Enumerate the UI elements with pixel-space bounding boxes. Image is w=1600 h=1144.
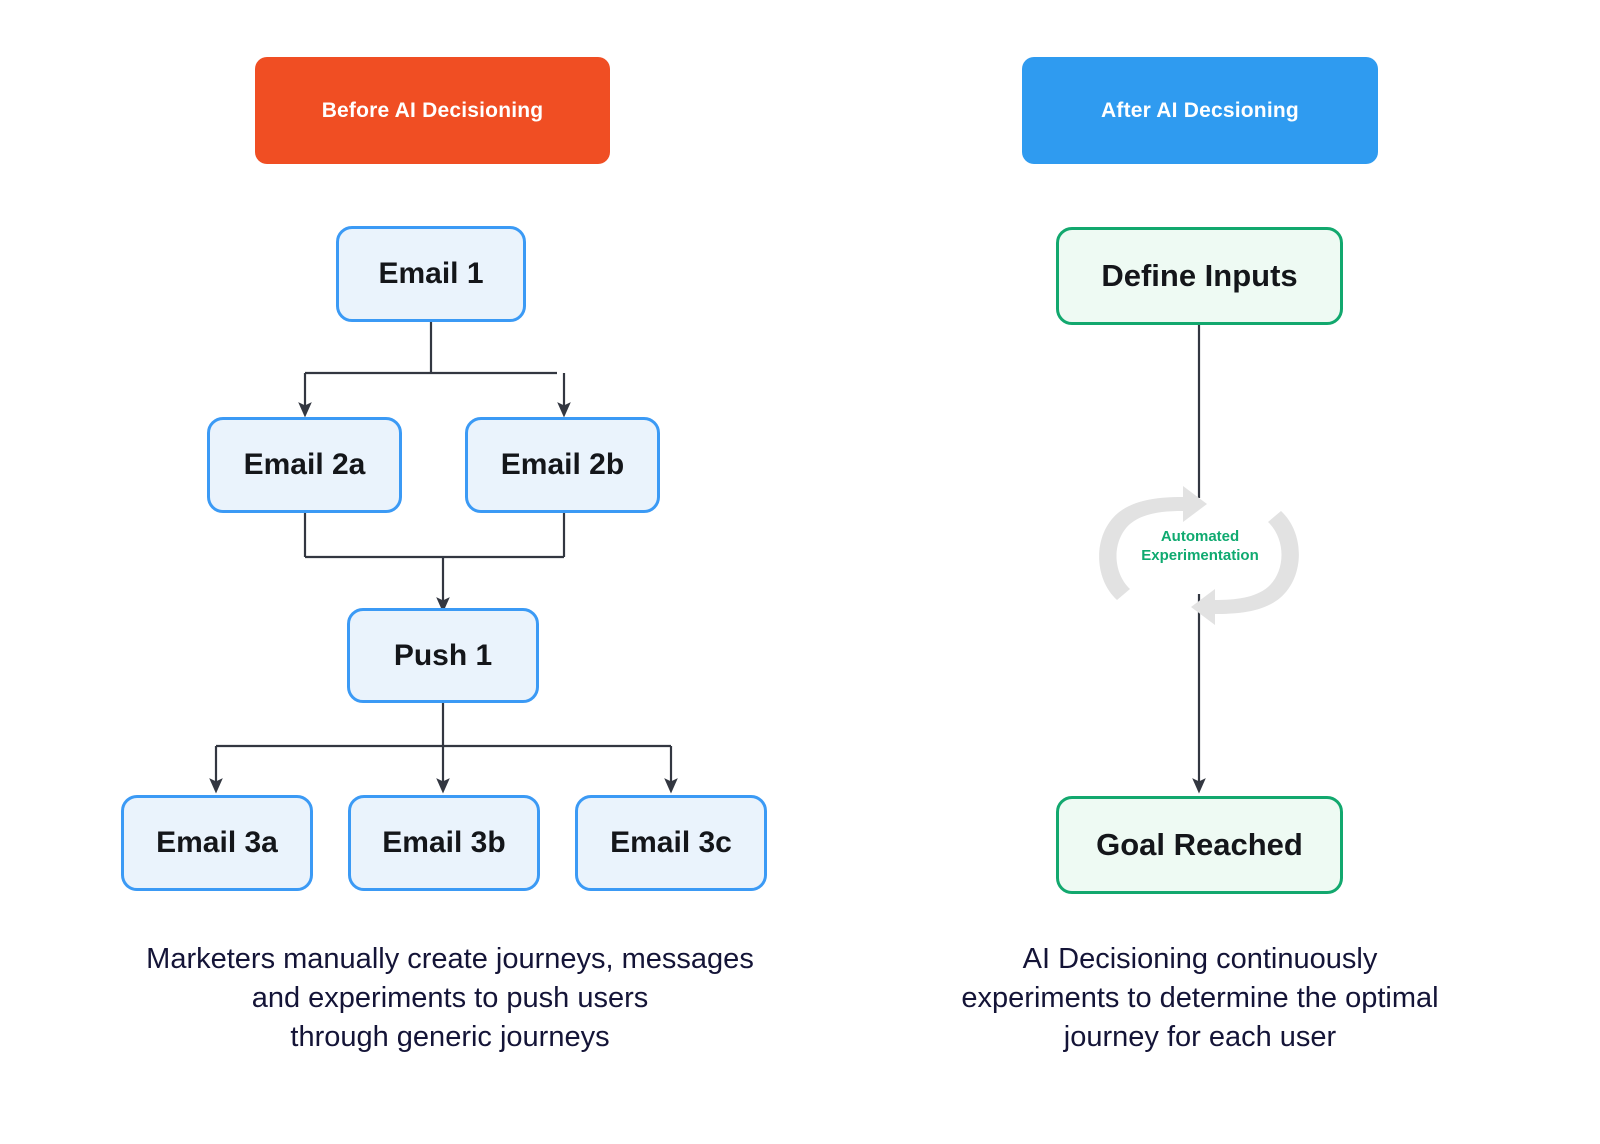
caption-before: Marketers manually create journeys, mess… [60,940,840,1057]
node-email-3a[interactable]: Email 3a [121,795,313,891]
node-label: Email 2b [500,448,625,481]
node-label: Email 1 [378,257,484,290]
caption-line-2: and experiments to push users [251,981,649,1014]
caption-after: AI Decisioning continuously experiments … [870,940,1530,1057]
node-label: Push 1 [393,638,493,672]
node-define-inputs[interactable]: Define Inputs [1056,227,1343,325]
node-label: Email 3c [610,826,732,859]
node-label: Email 2a [243,448,366,481]
header-after-ai-decisioning: After AI Decsioning [1022,57,1378,164]
node-label: Email 3a [156,826,278,859]
caption-line-2: experiments to determine the optimal [961,981,1439,1014]
node-goal-reached[interactable]: Goal Reached [1056,796,1343,894]
node-email-3b[interactable]: Email 3b [348,795,540,891]
loop-label-line-2: Experimentation [1141,546,1259,564]
node-push-1[interactable]: Push 1 [347,608,539,703]
node-email-1[interactable]: Email 1 [336,226,526,322]
node-label: Define Inputs [1101,258,1298,293]
node-label: Goal Reached [1096,827,1303,862]
node-email-3c[interactable]: Email 3c [575,795,767,891]
automated-experimentation-label: Automated Experimentation [1110,528,1290,566]
header-before-ai-decisioning: Before AI Decisioning [255,57,610,164]
node-email-2a[interactable]: Email 2a [207,417,402,513]
loop-label-line-1: Automated [1160,528,1240,545]
caption-line-1: Marketers manually create journeys, mess… [146,943,754,975]
caption-line-3: journey for each user [1063,1020,1337,1053]
node-email-2b[interactable]: Email 2b [465,417,660,513]
caption-line-3: through generic journeys [290,1020,610,1053]
caption-line-1: AI Decisioning continuously [1022,943,1378,975]
node-label: Email 3b [382,826,506,859]
